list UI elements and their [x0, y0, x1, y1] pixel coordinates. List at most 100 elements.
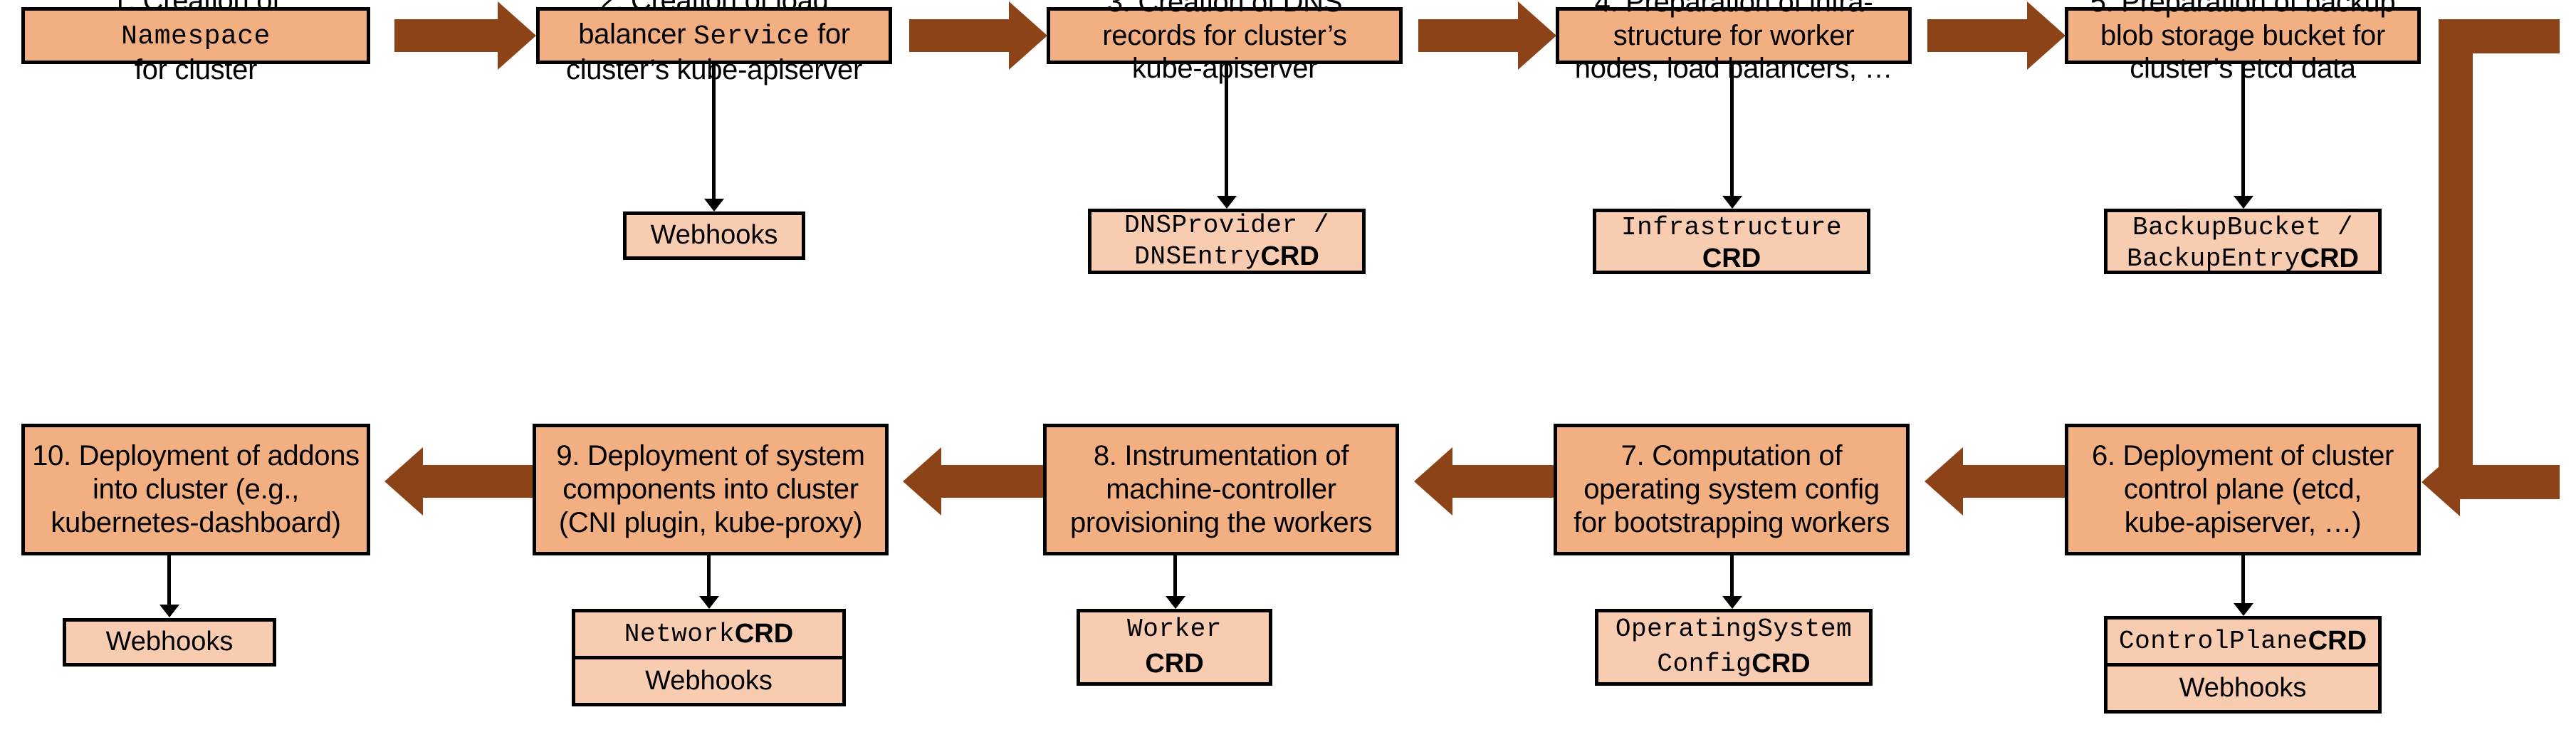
text-run: provisioning the workers	[1069, 506, 1373, 538]
text-run: Webhooks	[2179, 672, 2307, 703]
step-line: structure for worker	[1559, 19, 1908, 53]
connector-line-step-7	[1730, 555, 1734, 597]
sub-box-3-dns-crd[interactable]: DNSProvider / DNSEntry CRD	[1088, 209, 1366, 274]
sub-row-7-0: OperatingSystem	[1598, 612, 1869, 647]
text-run: 5. Preparation of backup	[2090, 0, 2396, 18]
crd-label: CRD	[2308, 625, 2367, 656]
text-run: kube-apiserver, …)	[2124, 506, 2362, 538]
text-run: for bootstrapping workers	[1574, 506, 1890, 538]
crd-label: CRD	[1260, 241, 1319, 271]
step-line: 10. Deployment of addons	[25, 439, 367, 473]
sub-box-10-webhooks[interactable]: Webhooks	[63, 618, 276, 667]
sub-row-9-0: Network CRD	[575, 612, 842, 656]
step-line: nodes, load balancers, …	[1559, 52, 1908, 85]
step-line: 8. Instrumentation of	[1047, 439, 1396, 473]
code-term: DNSEntry	[1134, 242, 1261, 271]
text-run: 1. Creation of	[112, 0, 280, 17]
step-box-4[interactable]: 4. Preparation of infra-structure for wo…	[1556, 0, 1912, 84]
step-line: 7. Computation of	[1557, 439, 1906, 473]
sub-box-7-osc-crd[interactable]: OperatingSystem Config CRD	[1595, 609, 1873, 686]
text-run: balancer	[578, 19, 694, 51]
text-run: 2. Creation of load	[600, 0, 829, 17]
connector-head-step-10	[159, 605, 179, 617]
code-term: DNSProvider /	[1124, 210, 1329, 240]
text-run: into cluster (e.g.,	[93, 474, 299, 506]
connector-line-step-9	[707, 555, 711, 597]
text-run: Webhooks	[645, 665, 773, 696]
connector-head-step-4	[1722, 196, 1742, 209]
sub-box-5-backup-crd[interactable]: BackupBucket / BackupEntry CRD	[2104, 209, 2382, 274]
connector-head-step-6	[2234, 603, 2253, 616]
step-line: 9. Deployment of system	[536, 439, 885, 473]
sub-row-8-0: Worker	[1080, 612, 1269, 647]
sub-row-7-1: Config CRD	[1598, 647, 1869, 682]
step-line: kube-apiserver, …)	[2068, 506, 2417, 540]
step-line: for cluster	[25, 53, 367, 87]
sub-box-9-network-crd[interactable]: Network CRD Webhooks	[572, 609, 846, 706]
code-term: OperatingSystem	[1615, 615, 1853, 644]
sub-row-5-1: BackupEntry CRD	[2108, 243, 2378, 276]
step-line: records for cluster’s	[1050, 19, 1399, 53]
sub-row-9-1: Webhooks	[575, 656, 842, 703]
text-run: nodes, load balancers, …	[1574, 53, 1893, 85]
step-line: balancer Service for	[540, 18, 889, 53]
connector-head-step-5	[2234, 196, 2253, 209]
text-run: 10. Deployment of addons	[32, 440, 360, 472]
sub-box-2-webhooks[interactable]: Webhooks	[623, 211, 805, 260]
sub-row-6-0: ControlPlane CRD	[2108, 620, 2378, 663]
code-term: BackupBucket /	[2132, 213, 2354, 242]
crd-label: CRD	[1702, 244, 1761, 274]
code-term: Worker	[1127, 615, 1222, 644]
step-line: 5. Preparation of backup	[2068, 0, 2417, 19]
step-line: control plane (etcd,	[2068, 473, 2417, 506]
text-run: for cluster	[134, 53, 258, 85]
step-line: 4. Preparation of infra-	[1559, 0, 1908, 19]
sub-box-6-controlplane-crd[interactable]: ControlPlane CRD Webhooks	[2104, 616, 2382, 714]
text-run: 7. Computation of	[1621, 440, 1843, 472]
code-term: Infrastructure	[1621, 213, 1843, 242]
crd-label: CRD	[1145, 649, 1204, 679]
sub-row-10-0: Webhooks	[66, 622, 273, 663]
connector-line-step-4	[1730, 64, 1734, 197]
text-run: blob storage bucket for	[2100, 19, 2385, 51]
connector-head-step-3	[1217, 196, 1237, 209]
connector-line-step-10	[167, 555, 171, 605]
text-run: components into cluster	[562, 474, 859, 506]
sub-row-3-0: DNSProvider /	[1091, 210, 1362, 241]
step-line: provisioning the workers	[1047, 506, 1396, 540]
sub-box-4-infrastructure-crd[interactable]: Infrastructure CRD	[1593, 209, 1870, 274]
step-line: 6. Deployment of cluster	[2068, 439, 2417, 473]
text-run: 6. Deployment of cluster	[2091, 440, 2394, 472]
sub-box-8-worker-crd[interactable]: Worker CRD	[1077, 609, 1272, 686]
connector-head-step-2	[704, 199, 724, 211]
text-run: Webhooks	[105, 627, 234, 657]
text-run: 3. Creation of DNS	[1106, 0, 1343, 18]
code-term: Config	[1657, 649, 1752, 679]
step-line: for bootstrapping workers	[1557, 506, 1906, 540]
text-run: machine-controller	[1106, 474, 1336, 506]
sub-row-4-1: CRD	[1596, 243, 1867, 276]
connector-line-step-8	[1173, 555, 1177, 597]
connector-line-step-5	[2241, 64, 2245, 197]
step-line: 1. Creation of	[25, 0, 367, 18]
text-run: control plane (etcd,	[2123, 474, 2362, 506]
step-line: Namespace	[25, 18, 367, 53]
text-run: structure for worker	[1613, 19, 1855, 51]
step-line: operating system config	[1557, 473, 1906, 506]
code-term: Service	[693, 21, 810, 53]
